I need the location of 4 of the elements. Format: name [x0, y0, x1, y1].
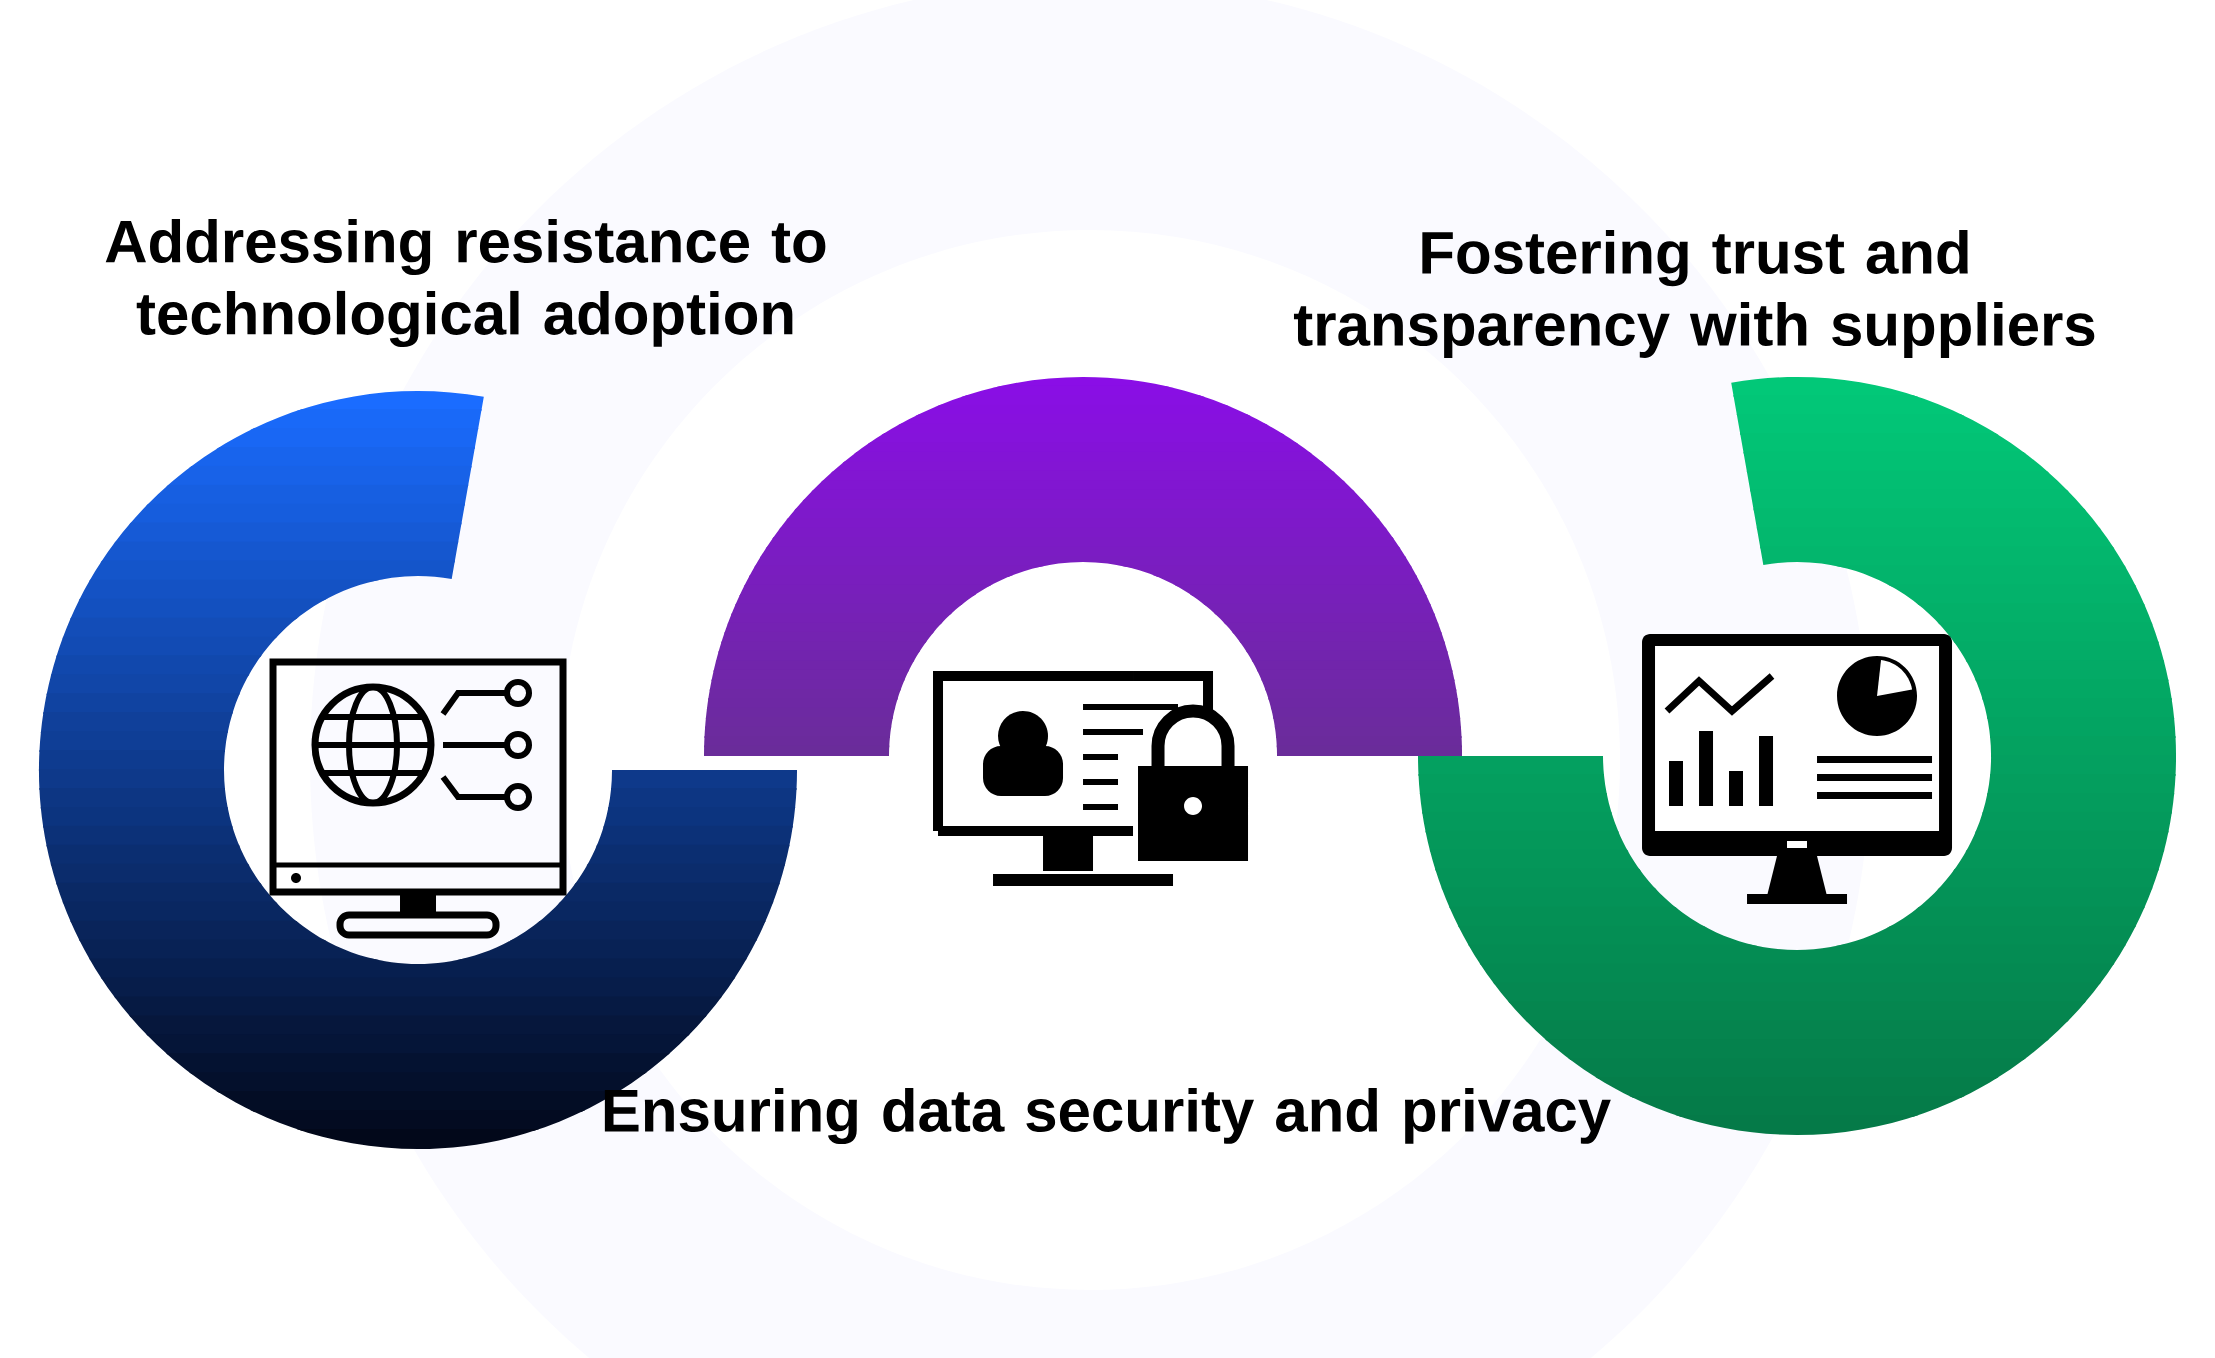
node-label: Ensuring data security and privacy	[604, 1087, 1611, 1145]
ring-segment: Ensuring data security and privacy	[604, 377, 1611, 1145]
node-label: Addressing resistance to technological adoption	[105, 218, 826, 348]
node-label: Fostering trust and transparency with suppliers	[1293, 230, 2095, 358]
